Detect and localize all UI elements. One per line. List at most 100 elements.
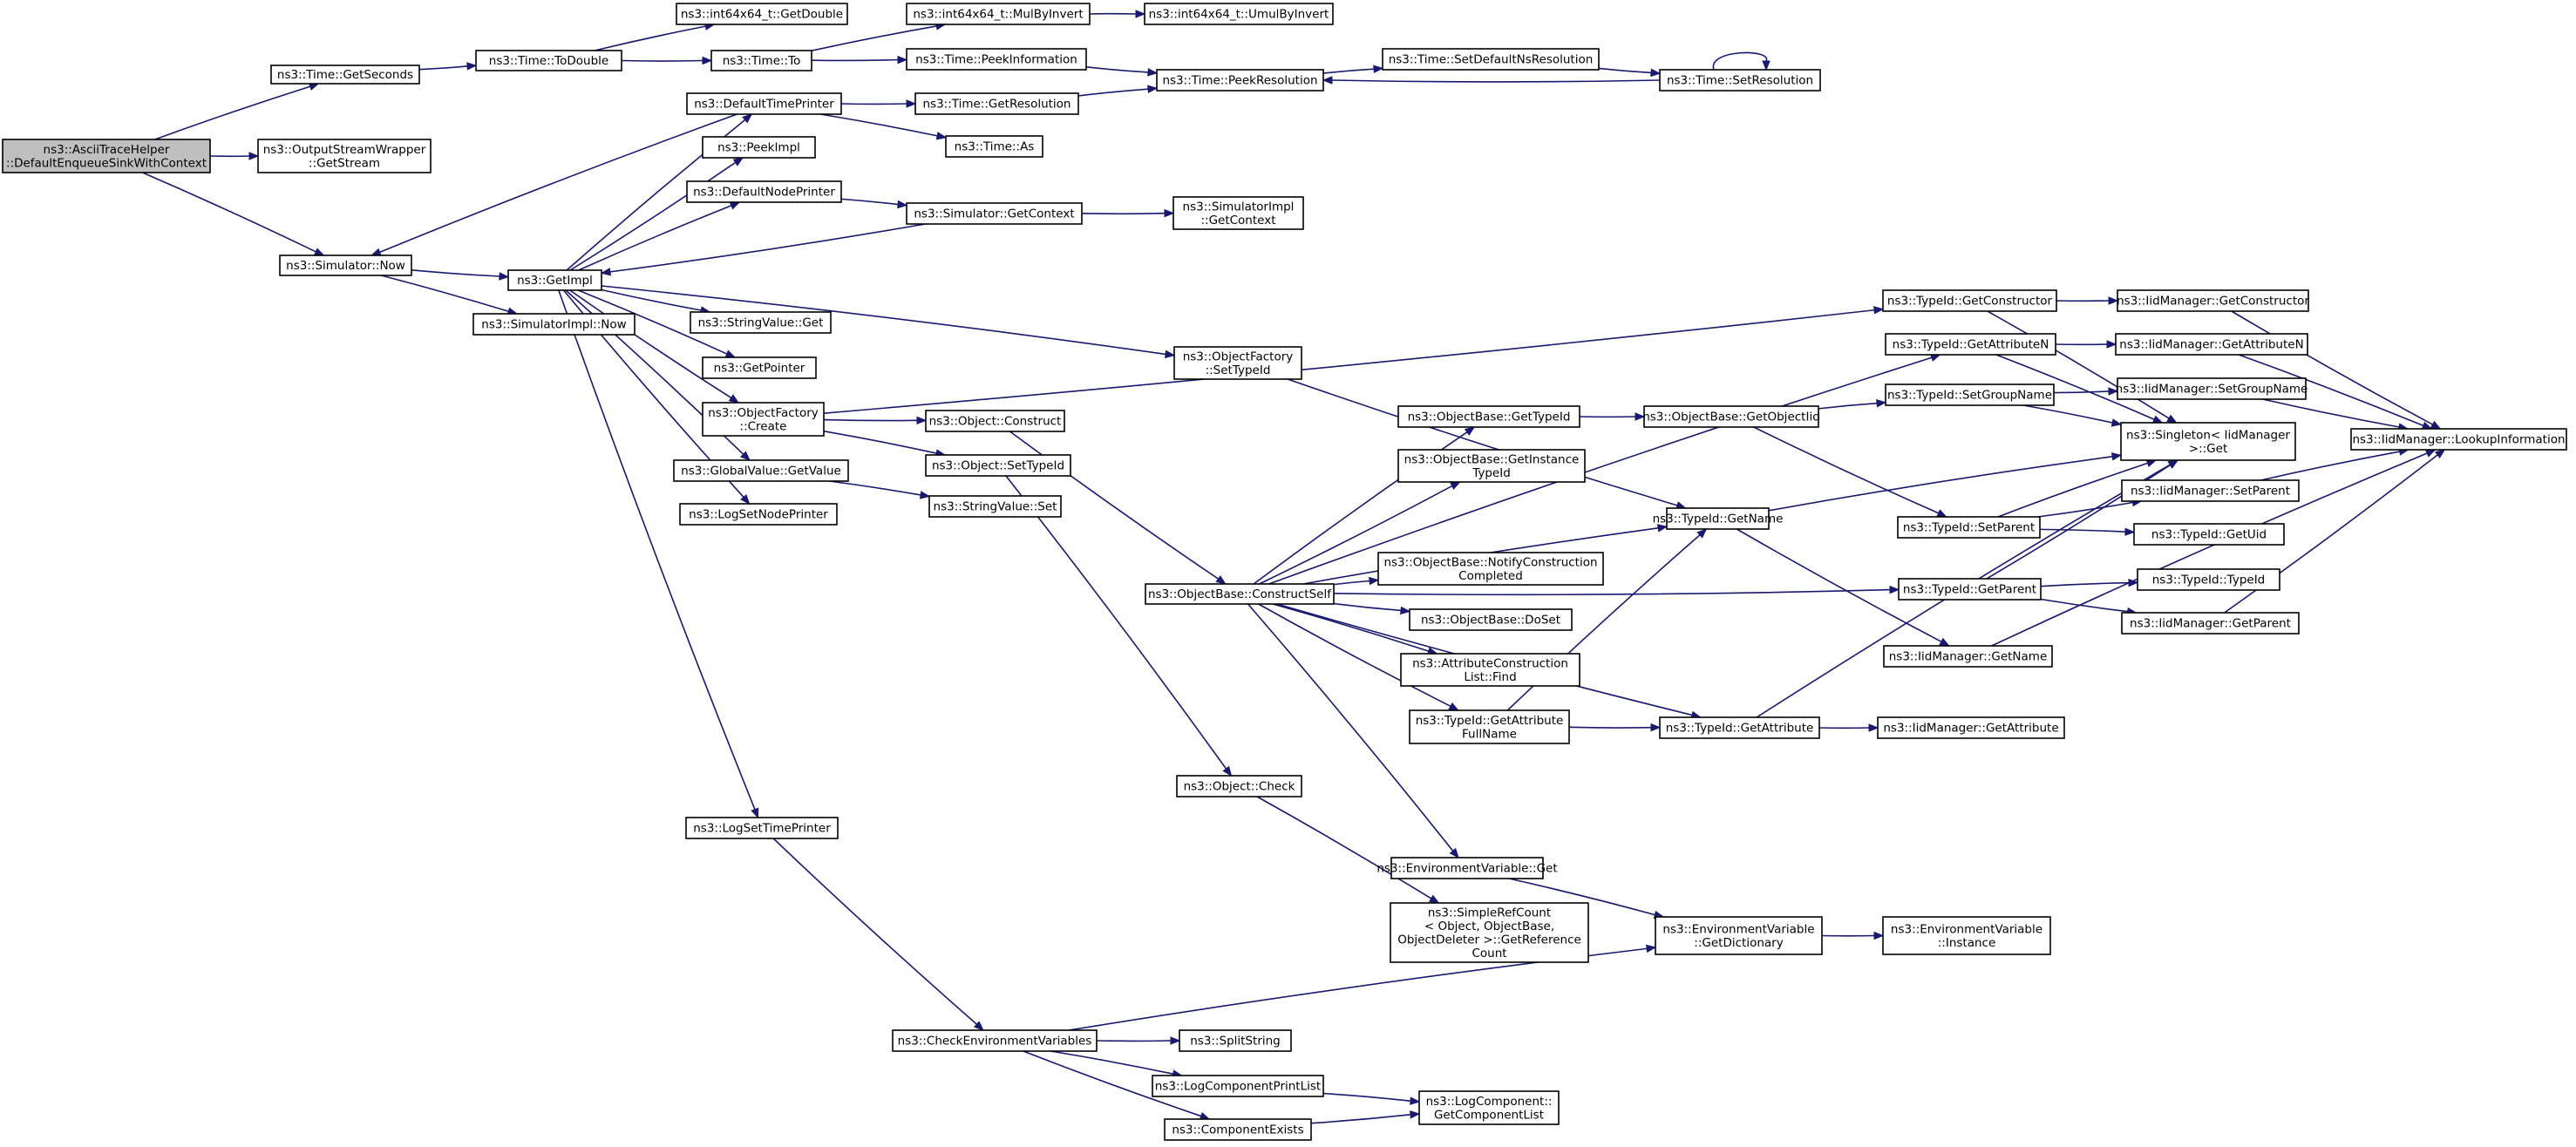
edge-line <box>1598 67 1652 74</box>
edge-line <box>1256 796 1432 899</box>
edge-line <box>1009 431 1220 580</box>
function-node-logCompPrintList[interactable]: ns3::LogComponentPrintList <box>1152 1075 1324 1097</box>
node-label-line: ns3::TypeId::TypeId <box>2152 574 2266 587</box>
function-node-iidGetAttributeN[interactable]: ns3::IidManager::GetAttributeN <box>2115 333 2308 356</box>
function-node-getImpl[interactable]: ns3::GetImpl <box>507 269 602 291</box>
arrowhead-icon <box>897 55 908 64</box>
function-node-iidGetName[interactable]: ns3::IidManager::GetName <box>1883 645 2053 668</box>
function-node-obNotify[interactable]: ns3::ObjectBase::NotifyConstructionCompl… <box>1377 552 1604 586</box>
function-node-envGet[interactable]: ns3::EnvironmentVariable::Get <box>1376 857 1558 879</box>
function-node-obGetObjectIid[interactable]: ns3::ObjectBase::GetObjectIid <box>1642 405 1820 428</box>
node-label-line: ns3::EnvironmentVariable::Get <box>1376 862 1557 876</box>
function-node-toDouble[interactable]: ns3::Time::ToDouble <box>475 50 622 71</box>
function-node-osw[interactable]: ns3::OutputStreamWrapper::GetStream <box>257 139 432 173</box>
function-node-gvGetValue[interactable]: ns3::GlobalValue::GetValue <box>673 459 849 482</box>
node-label-line: ns3::Singleton< IidManager <box>2126 428 2290 442</box>
function-node-root[interactable]: ns3::AsciiTraceHelper::DefaultEnqueueSin… <box>2 139 211 173</box>
function-node-obDoSet[interactable]: ns3::ObjectBase::DoSet <box>1409 608 1573 631</box>
function-node-getPointer[interactable]: ns3::GetPointer <box>702 356 817 379</box>
arrowhead-icon <box>1369 576 1380 586</box>
function-node-iidLookupInfo[interactable]: ns3::IidManager::LookupInformation <box>2350 428 2567 451</box>
function-node-mulByInvert[interactable]: ns3::int64x64_t::MulByInvert <box>906 3 1091 25</box>
function-node-tidGetUid[interactable]: ns3::TypeId::GetUid <box>2133 523 2285 546</box>
function-node-simImplNow[interactable]: ns3::SimulatorImpl::Now <box>472 313 636 336</box>
function-node-logSetNodePrinter[interactable]: ns3::LogSetNodePrinter <box>679 503 838 526</box>
function-node-timeAs[interactable]: ns3::Time::As <box>945 135 1043 158</box>
function-node-getSeconds[interactable]: ns3::Time::GetSeconds <box>270 64 420 85</box>
function-node-simGetContext[interactable]: ns3::Simulator::GetContext <box>906 202 1083 225</box>
function-node-peekInfo[interactable]: ns3::Time::PeekInformation <box>906 48 1087 71</box>
arrowhead-icon <box>1889 585 1900 594</box>
function-node-iidGetParent[interactable]: ns3::IidManager::GetParent <box>2121 612 2300 635</box>
node-box <box>1882 289 2057 312</box>
node-box <box>1390 857 1544 879</box>
edge-line <box>811 58 899 62</box>
function-node-checkEnv[interactable]: ns3::CheckEnvironmentVariables <box>892 1029 1098 1052</box>
function-node-peekResolution[interactable]: ns3::Time::PeekResolution <box>1156 69 1324 92</box>
edge-line <box>820 113 938 137</box>
node-label-line: ::Create <box>740 419 787 433</box>
edge-line <box>823 430 937 454</box>
function-node-iidSetParent[interactable]: ns3::IidManager::SetParent <box>2121 479 2300 502</box>
function-node-splitString[interactable]: ns3::SplitString <box>1179 1029 1292 1052</box>
function-node-simImplGetContext[interactable]: ns3::SimulatorImpl::GetContext <box>1172 196 1304 230</box>
node-label-line: ns3::ComponentExists <box>1172 1123 1303 1137</box>
node-label-line: ns3::TypeId::SetParent <box>1903 521 2035 535</box>
function-node-simNow[interactable]: ns3::Simulator::Now <box>279 255 412 276</box>
call-edge-obConstructSelf-to-tidGetAttrFullName <box>1258 603 1459 711</box>
function-node-getResolution[interactable]: ns3::Time::GetResolution <box>914 92 1079 115</box>
function-node-tidSetGroupName[interactable]: ns3::TypeId::SetGroupName <box>1885 383 2055 406</box>
function-node-stringValueGet[interactable]: ns3::StringValue::Get <box>690 311 832 334</box>
function-node-envGetDict[interactable]: ns3::EnvironmentVariable::GetDictionary <box>1655 916 1823 955</box>
edge-line <box>1331 79 1661 83</box>
node-label-line: ns3::Object::Check <box>1184 780 1295 794</box>
function-node-ofCreate[interactable]: ns3::ObjectFactory::Create <box>702 402 825 437</box>
function-node-umulByInvert[interactable]: ns3::int64x64_t::UmulByInvert <box>1144 3 1334 25</box>
function-node-logSetTimePrinter[interactable]: ns3::LogSetTimePrinter <box>685 817 839 839</box>
node-label-line: ::GetContext <box>1200 214 1275 227</box>
function-node-timeTo[interactable]: ns3::Time::To <box>710 50 812 71</box>
function-node-tidSetParent[interactable]: ns3::TypeId::SetParent <box>1897 516 2041 539</box>
function-node-obConstructSelf[interactable]: ns3::ObjectBase::ConstructSelf <box>1145 583 1335 605</box>
function-node-peekImpl[interactable]: ns3::PeekImpl <box>702 136 816 159</box>
function-node-setRes[interactable]: ns3::Time::SetResolution <box>1659 69 1821 92</box>
node-label-line: ns3::Simulator::GetContext <box>914 207 1074 221</box>
node-box <box>676 3 848 25</box>
function-node-tidGetConstructor[interactable]: ns3::TypeId::GetConstructor <box>1882 289 2057 312</box>
arrowhead-icon <box>742 113 753 124</box>
function-node-iidSetGroupName[interactable]: ns3::IidManager::SetGroupName <box>2116 377 2308 400</box>
function-node-singletonGet[interactable]: ns3::Singleton< IidManager>::Get <box>2120 422 2296 461</box>
call-edge-simNow-to-getImpl <box>411 269 510 281</box>
function-node-objSetTypeId[interactable]: ns3::Object::SetTypeId <box>925 454 1071 477</box>
function-node-objConstruct[interactable]: ns3::Object::Construct <box>925 410 1065 432</box>
function-node-objCheck[interactable]: ns3::Object::Check <box>1176 775 1302 797</box>
function-node-obGetTypeId[interactable]: ns3::ObjectBase::GetTypeId <box>1397 405 1580 428</box>
function-node-iidGetAttribute[interactable]: ns3::IidManager::GetAttribute <box>1877 716 2065 739</box>
node-label-line: ns3::ObjectFactory <box>1183 350 1294 363</box>
function-node-tidGetName[interactable]: ns3::TypeId::GetName <box>1653 507 1784 530</box>
function-node-logCompGetList[interactable]: ns3::LogComponent::GetComponentList <box>1418 1090 1560 1125</box>
function-node-defNodePrinter[interactable]: ns3::DefaultNodePrinter <box>686 180 842 203</box>
edge-line <box>1986 464 2172 580</box>
function-node-compExists[interactable]: ns3::ComponentExists <box>1164 1118 1312 1141</box>
call-edge-simGetContext-to-simImplGetContext <box>1081 208 1175 218</box>
function-node-tidTypeId[interactable]: ns3::TypeId::TypeId <box>2137 568 2280 591</box>
function-node-tidGetAttributeN[interactable]: ns3::TypeId::GetAttributeN <box>1885 333 2056 356</box>
edge-line <box>1272 603 1430 652</box>
function-node-tidGetParent[interactable]: ns3::TypeId::GetParent <box>1898 578 2042 601</box>
node-label-line: ns3::LogSetTimePrinter <box>693 822 831 836</box>
function-node-setDefNs[interactable]: ns3::Time::SetDefaultNsResolution <box>1382 48 1600 71</box>
function-node-svSet[interactable]: ns3::StringValue::Set <box>928 495 1062 518</box>
function-node-getDouble[interactable]: ns3::int64x64_t::GetDouble <box>676 3 848 25</box>
function-node-defTimePrinter[interactable]: ns3::DefaultTimePrinter <box>686 92 842 115</box>
function-node-simpleRefCount[interactable]: ns3::SimpleRefCount< Object, ObjectBase,… <box>1390 902 1589 963</box>
function-node-envInstance[interactable]: ns3::EnvironmentVariable::Instance <box>1882 916 2051 955</box>
node-box <box>1152 1075 1324 1097</box>
node-box <box>1643 405 1819 428</box>
function-node-ofSetTypeId[interactable]: ns3::ObjectFactory::SetTypeId <box>1173 346 1302 380</box>
function-node-iidGetConstructor[interactable]: ns3::IidManager::GetConstructor <box>2117 289 2309 312</box>
function-node-tidGetAttribute[interactable]: ns3::TypeId::GetAttribute <box>1659 716 1820 739</box>
